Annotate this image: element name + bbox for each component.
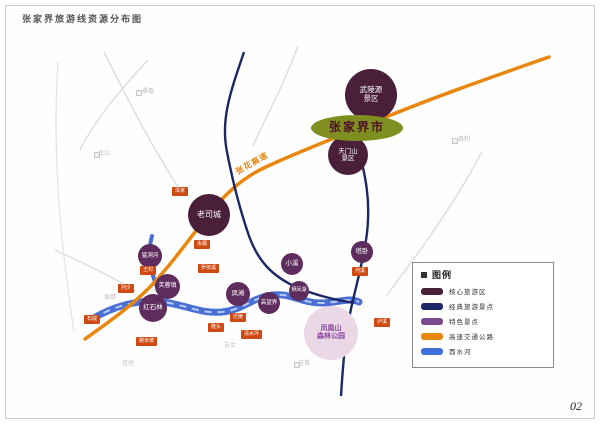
minor-road-line <box>103 51 185 197</box>
river-town-tag: 隆头 <box>208 323 225 332</box>
you-river-dash-line <box>91 293 360 320</box>
minor-road-line <box>385 151 483 297</box>
river-town-tag: 列夕 <box>118 284 135 293</box>
town-label: 吉首 <box>298 361 311 367</box>
map-node-tianmenshan: 天门山 景区 <box>328 135 368 175</box>
map-node-xiaoxi: 小溪 <box>281 253 303 275</box>
map-node-zhangjiajie-city: 张家界市 <box>311 115 403 141</box>
map-node-tawo: 塔卧 <box>351 241 373 263</box>
town-label: 保靖 <box>104 295 117 301</box>
river-town-tag: 清水坪 <box>241 330 263 339</box>
boundary-line <box>55 61 75 333</box>
node-label: 天门山 <box>338 147 358 155</box>
legend-title: 图例 <box>432 270 453 280</box>
town-marker <box>294 362 300 368</box>
legend-label: 高速交通公路 <box>449 334 494 341</box>
river-town-tag: 王村 <box>140 266 157 275</box>
node-label: 猛洞河 <box>141 252 159 259</box>
node-label: 凤凰山 <box>320 324 342 332</box>
legend-swatch-feature <box>421 317 443 325</box>
legend-item: 高速交通公路 <box>421 331 545 341</box>
town-label: 桑植 <box>142 89 155 95</box>
node-label: 凤滩 <box>231 290 245 298</box>
town-label: 龙山 <box>98 151 111 157</box>
legend-item: 经典旅游景点 <box>421 301 545 311</box>
node-label: 武陵源 <box>359 85 383 95</box>
town-marker <box>94 152 100 158</box>
node-label: 景区 <box>341 155 355 162</box>
river-town-tag: 罗依溪 <box>198 264 220 273</box>
legend-item: 特色景点 <box>421 316 545 326</box>
town-label: 花垣 <box>122 361 135 367</box>
legend-box: 图例 核心旅游区 经典旅游景点 特色景点 高速交通公路 酉水河 <box>412 262 554 368</box>
town-label: 慈利 <box>458 137 471 143</box>
map-node-hongshilin: 红石林 <box>139 294 167 322</box>
minor-road-line <box>252 45 299 147</box>
node-label: 红石林 <box>143 304 163 312</box>
node-label: 栖凤湖 <box>291 287 307 294</box>
node-label: 高望界 <box>260 299 278 306</box>
node-label: 塔卧 <box>355 248 369 256</box>
river-town-tag: 石堤 <box>84 315 101 324</box>
legend-header: 图例 <box>421 268 545 281</box>
town-marker <box>136 90 142 96</box>
town-marker <box>452 138 458 144</box>
legend-label: 特色景点 <box>449 319 479 326</box>
map-node-mengdonghe: 猛洞河 <box>138 244 162 268</box>
legend-item: 酉水河 <box>421 346 545 356</box>
minor-road-line <box>79 59 149 151</box>
legend-label: 酉水河 <box>449 349 472 356</box>
page-title: 张家界旅游线资源分布图 <box>22 14 144 24</box>
map-node-wulingyuan: 武陵源 景区 <box>345 69 397 121</box>
river-town-tag: 河溪 <box>352 267 369 276</box>
river-town-tag: 碗米坡 <box>136 337 158 346</box>
town-label: 古丈 <box>224 343 237 349</box>
map-node-qifenghu: 栖凤湖 <box>289 281 309 301</box>
river-town-tag: 泽家 <box>172 187 189 196</box>
legend-label: 经典旅游景点 <box>449 304 494 311</box>
map-node-fenghuangshan-park: 凤凰山 森林公园 <box>304 306 358 360</box>
node-label: 小溪 <box>285 260 299 268</box>
river-town-tag: 迁陵 <box>230 313 247 322</box>
node-label: 张家界市 <box>328 120 385 135</box>
legend-bullet-icon <box>421 271 427 278</box>
legend-swatch-classic <box>421 302 443 310</box>
map-node-fengtan: 凤滩 <box>226 282 250 306</box>
river-town-tag: 泸溪 <box>374 318 391 327</box>
expressway-line <box>83 55 551 341</box>
legend-swatch-expressway <box>421 332 443 340</box>
map-node-gaowangjie: 高望界 <box>258 292 280 314</box>
node-label: 老司城 <box>197 210 221 220</box>
map-node-laosicheng: 老司城 <box>188 194 230 236</box>
legend-item: 核心旅游区 <box>421 286 545 296</box>
node-label: 芙蓉镇 <box>158 283 177 290</box>
node-label: 景区 <box>363 94 379 103</box>
legend-swatch-core <box>421 287 443 295</box>
river-town-tag: 永顺 <box>194 240 211 249</box>
legend-swatch-river <box>421 347 443 355</box>
node-label: 森林公园 <box>317 333 345 340</box>
page-number: 02 <box>570 399 582 413</box>
legend-label: 核心旅游区 <box>449 289 487 296</box>
